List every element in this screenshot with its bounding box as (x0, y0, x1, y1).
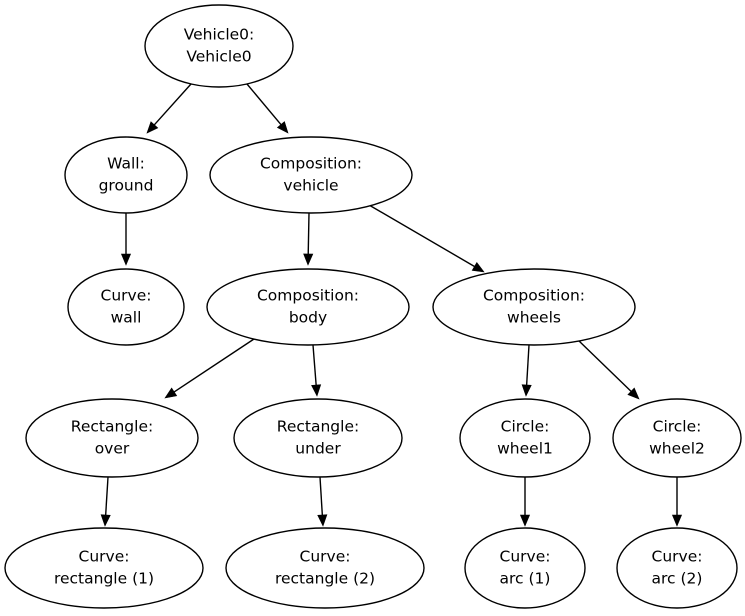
node-label-line2: wheel2 (649, 440, 705, 458)
node-label-line1: Curve: (79, 548, 130, 566)
graph-edge-rectangle_over-to-curve_rectangle_1 (100, 476, 111, 527)
node-label-line2: rectangle (1) (54, 570, 154, 588)
graph-node-rectangle_under[interactable]: Rectangle: under (233, 398, 403, 478)
node-label-line1: Curve: (500, 548, 551, 566)
node-label-line1: Composition: (260, 155, 362, 173)
edge-line (577, 339, 632, 392)
graph-node-curve_wall[interactable]: Curve: wall (67, 268, 185, 346)
node-label-line2: wheel1 (497, 440, 553, 458)
graph-edge-circle_wheel1-to-curve_arc_1 (519, 477, 531, 527)
graph-node-curve_rectangle_2[interactable]: Curve: rectangle (2) (225, 527, 425, 609)
graph-node-rectangle_over[interactable]: Rectangle: over (25, 398, 199, 478)
edge-line (173, 338, 255, 393)
node-label-line2: body (289, 309, 327, 327)
graph-edge-circle_wheel2-to-curve_arc_2 (671, 477, 683, 527)
node-label-line1: Circle: (501, 418, 550, 436)
node-label-line1: Curve: (300, 548, 351, 566)
edge-arrowhead-icon (671, 514, 683, 527)
node-label-line2: arc (1) (500, 570, 551, 588)
graph-edge-composition_body-to-rectangle_under (311, 344, 322, 397)
graph-node-composition_body[interactable]: Composition: body (206, 268, 410, 346)
edge-arrowhead-icon (471, 261, 485, 273)
node-ellipse[interactable] (206, 268, 410, 346)
edge-line (246, 83, 282, 126)
nodes-layer: Vehicle0:Vehicle0Wall:groundComposition:… (4, 4, 742, 609)
edge-arrowhead-icon (146, 121, 159, 134)
graph-edge-composition_wheels-to-circle_wheel1 (521, 344, 532, 397)
edge-arrowhead-icon (521, 384, 532, 397)
node-label-line2: vehicle (283, 177, 338, 195)
graph-edge-composition_vehicle-to-composition_body (303, 212, 314, 266)
edge-line (104, 476, 109, 516)
graph-node-vehicle0[interactable]: Vehicle0: Vehicle0 (144, 4, 294, 88)
graph-edge-vehicle0-to-composition_vehicle (246, 83, 289, 134)
graph-node-curve_arc_1[interactable]: Curve: arc (1) (464, 527, 586, 609)
node-ellipse[interactable] (4, 527, 204, 609)
edge-line (319, 476, 324, 516)
edge-arrowhead-icon (164, 387, 178, 399)
node-ellipse[interactable] (612, 398, 742, 478)
graph-edge-rectangle_under-to-curve_rectangle_2 (317, 476, 328, 527)
node-ellipse[interactable] (432, 268, 636, 346)
node-label-line1: Composition: (483, 287, 585, 305)
edge-line (368, 204, 475, 268)
node-label-line2: arc (2) (652, 570, 703, 588)
graph-node-circle_wheel2[interactable]: Circle: wheel2 (612, 398, 742, 478)
node-label-line1: Composition: (257, 287, 359, 305)
edge-line (312, 344, 317, 386)
node-ellipse[interactable] (67, 268, 185, 346)
graph-edge-composition_vehicle-to-composition_wheels (368, 204, 485, 273)
node-ellipse[interactable] (64, 136, 188, 214)
graph-node-curve_arc_2[interactable]: Curve: arc (2) (616, 527, 738, 609)
node-label-line2: ground (99, 177, 154, 195)
node-label-line1: Vehicle0: (184, 26, 255, 44)
node-label-line2: Vehicle0 (186, 48, 251, 66)
node-ellipse[interactable] (233, 398, 403, 478)
node-label-line1: Curve: (652, 548, 703, 566)
edge-line (153, 83, 192, 126)
graph-node-composition_vehicle[interactable]: Composition: vehicle (209, 136, 413, 214)
edge-arrowhead-icon (303, 253, 314, 266)
node-ellipse[interactable] (225, 527, 425, 609)
node-label-line2: wall (111, 309, 142, 327)
edge-line (525, 344, 530, 386)
graph-node-composition_wheels[interactable]: Composition: wheels (432, 268, 636, 346)
node-label-line1: Curve: (101, 287, 152, 305)
edge-arrowhead-icon (120, 253, 132, 266)
node-ellipse[interactable] (144, 4, 294, 88)
node-label-line1: Rectangle: (71, 418, 153, 436)
node-ellipse[interactable] (209, 136, 413, 214)
node-label-line1: Rectangle: (277, 418, 359, 436)
node-ellipse[interactable] (459, 398, 591, 478)
edges-layer (100, 83, 683, 527)
graph-edge-wall_ground-to-curve_wall (120, 213, 132, 266)
graph-edge-composition_body-to-rectangle_over (164, 338, 255, 399)
edge-arrowhead-icon (519, 514, 531, 527)
graph-node-wall_ground[interactable]: Wall: ground (64, 136, 188, 214)
node-label-line2: wheels (507, 309, 561, 327)
graph-node-circle_wheel1[interactable]: Circle: wheel1 (459, 398, 591, 478)
node-label-line1: Wall: (107, 155, 145, 173)
node-ellipse[interactable] (464, 527, 586, 609)
edge-arrowhead-icon (311, 384, 322, 397)
node-label-line1: Circle: (653, 418, 702, 436)
edge-arrowhead-icon (317, 514, 328, 527)
graph-node-curve_rectangle_1[interactable]: Curve: rectangle (1) (4, 527, 204, 609)
graph-edge-vehicle0-to-wall_ground (146, 83, 192, 134)
edge-arrowhead-icon (276, 121, 289, 134)
edge-arrowhead-icon (627, 387, 640, 400)
edge-arrowhead-icon (100, 514, 111, 527)
edge-line (307, 212, 310, 255)
node-ellipse[interactable] (616, 527, 738, 609)
node-label-line2: rectangle (2) (275, 570, 375, 588)
graph-edge-composition_wheels-to-circle_wheel2 (577, 339, 640, 400)
node-label-line2: over (95, 440, 130, 458)
node-ellipse[interactable] (25, 398, 199, 478)
node-label-line2: under (295, 440, 341, 458)
